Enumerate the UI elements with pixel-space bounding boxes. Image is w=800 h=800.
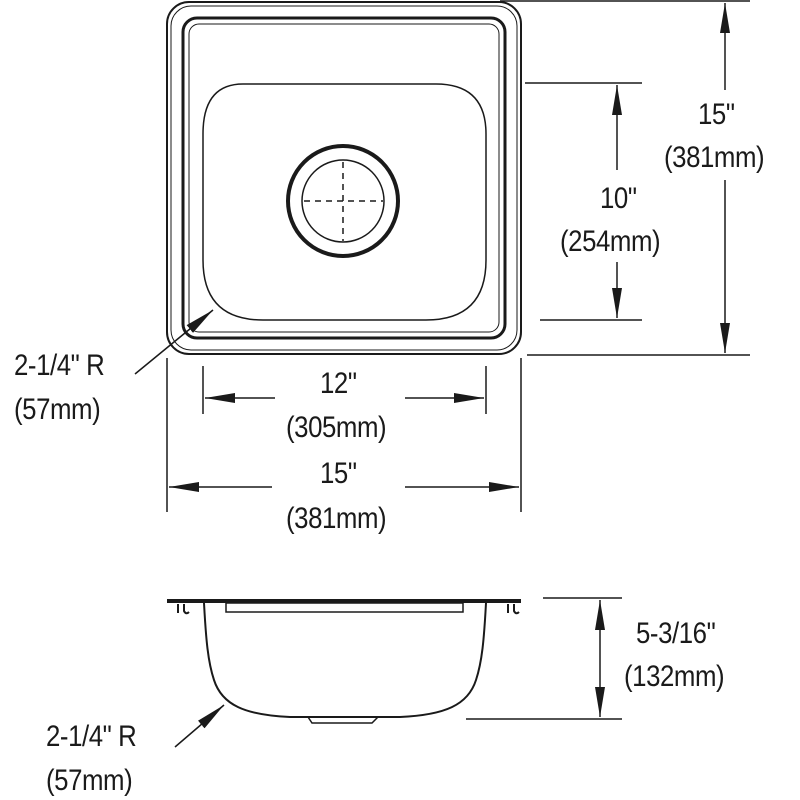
overall-height-metric: (381mm) <box>664 141 765 174</box>
overall-height-imperial: 15" <box>698 98 735 131</box>
depth-imperial: 5-3/16" <box>636 617 716 650</box>
overall-width-metric: (381mm) <box>286 502 387 535</box>
bowl-length-metric: (254mm) <box>560 225 661 258</box>
side-corner-radius-metric: (57mm) <box>46 764 133 797</box>
overall-width-imperial: 15" <box>320 457 357 490</box>
bowl-width-imperial: 12" <box>320 367 357 400</box>
top-corner-radius-metric: (57mm) <box>14 393 101 426</box>
depth-metric: (132mm) <box>624 660 725 693</box>
bowl-length-imperial: 10" <box>600 182 637 215</box>
drain-icon <box>286 144 400 258</box>
side-corner-radius-imperial: 2-1/4" R <box>46 720 137 753</box>
top-corner-radius-imperial: 2-1/4" R <box>14 349 105 382</box>
sink-side-view <box>167 599 521 724</box>
bowl-width-metric: (305mm) <box>286 411 387 444</box>
sink-top-view <box>166 1 522 355</box>
